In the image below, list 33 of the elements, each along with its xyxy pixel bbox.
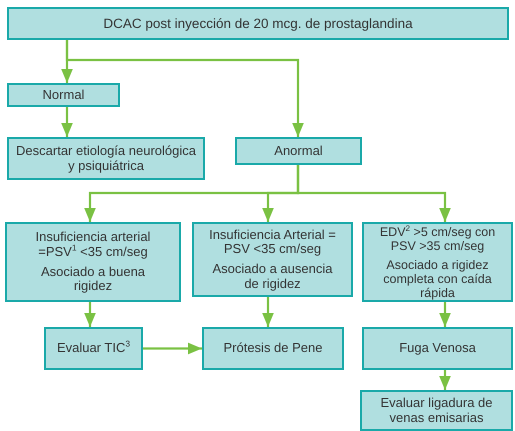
box-text: Fuga Venosa bbox=[399, 341, 476, 356]
box-text: Asociado a ausencia de rigidez bbox=[212, 262, 334, 292]
arrow bbox=[84, 302, 96, 327]
box-text: DCAC post inyección de 20 mcg. de prostaglandina bbox=[103, 16, 413, 32]
box-text: Prótesis de Pene bbox=[223, 341, 322, 356]
process-box bbox=[202, 327, 344, 370]
process-box bbox=[44, 327, 143, 370]
process-box bbox=[362, 222, 513, 302]
box-text: Insuficiencia Arterial = PSV <35 cm/seg bbox=[208, 228, 337, 257]
process-box bbox=[5, 222, 181, 302]
box-text: Evaluar ligadura de venas emisarias bbox=[379, 396, 494, 426]
box-text: Insuficiencia arterial =PSV$^{1}$ <35 cm/seg bbox=[34, 230, 152, 260]
arrow bbox=[262, 297, 274, 327]
arrow bbox=[439, 302, 451, 327]
arrow bbox=[61, 107, 73, 137]
box-text: EDV$^{2}$ >5 cm/seg con PSV >35 cm/seg bbox=[378, 224, 496, 252]
box-text: Asociado a rigidez completa con caída rápida bbox=[382, 258, 493, 300]
process-box bbox=[7, 83, 120, 107]
arrow bbox=[296, 165, 451, 222]
process-box bbox=[235, 137, 362, 165]
arrow bbox=[66, 40, 304, 137]
process-box bbox=[7, 137, 205, 180]
arrow bbox=[439, 370, 451, 390]
box-text: Descartar etiología neurológica y psiquiátrica bbox=[15, 144, 197, 174]
process-box bbox=[192, 222, 353, 297]
box-text: Normal bbox=[42, 88, 84, 102]
process-box bbox=[362, 327, 513, 370]
process-box bbox=[360, 390, 513, 431]
box-text: Asociado a buena rigidez bbox=[40, 264, 146, 294]
process-box bbox=[7, 7, 509, 40]
arrow bbox=[143, 342, 202, 354]
box-text: Anormal bbox=[274, 144, 323, 158]
box-text: Evaluar TIC$^{3}$ bbox=[56, 341, 130, 356]
